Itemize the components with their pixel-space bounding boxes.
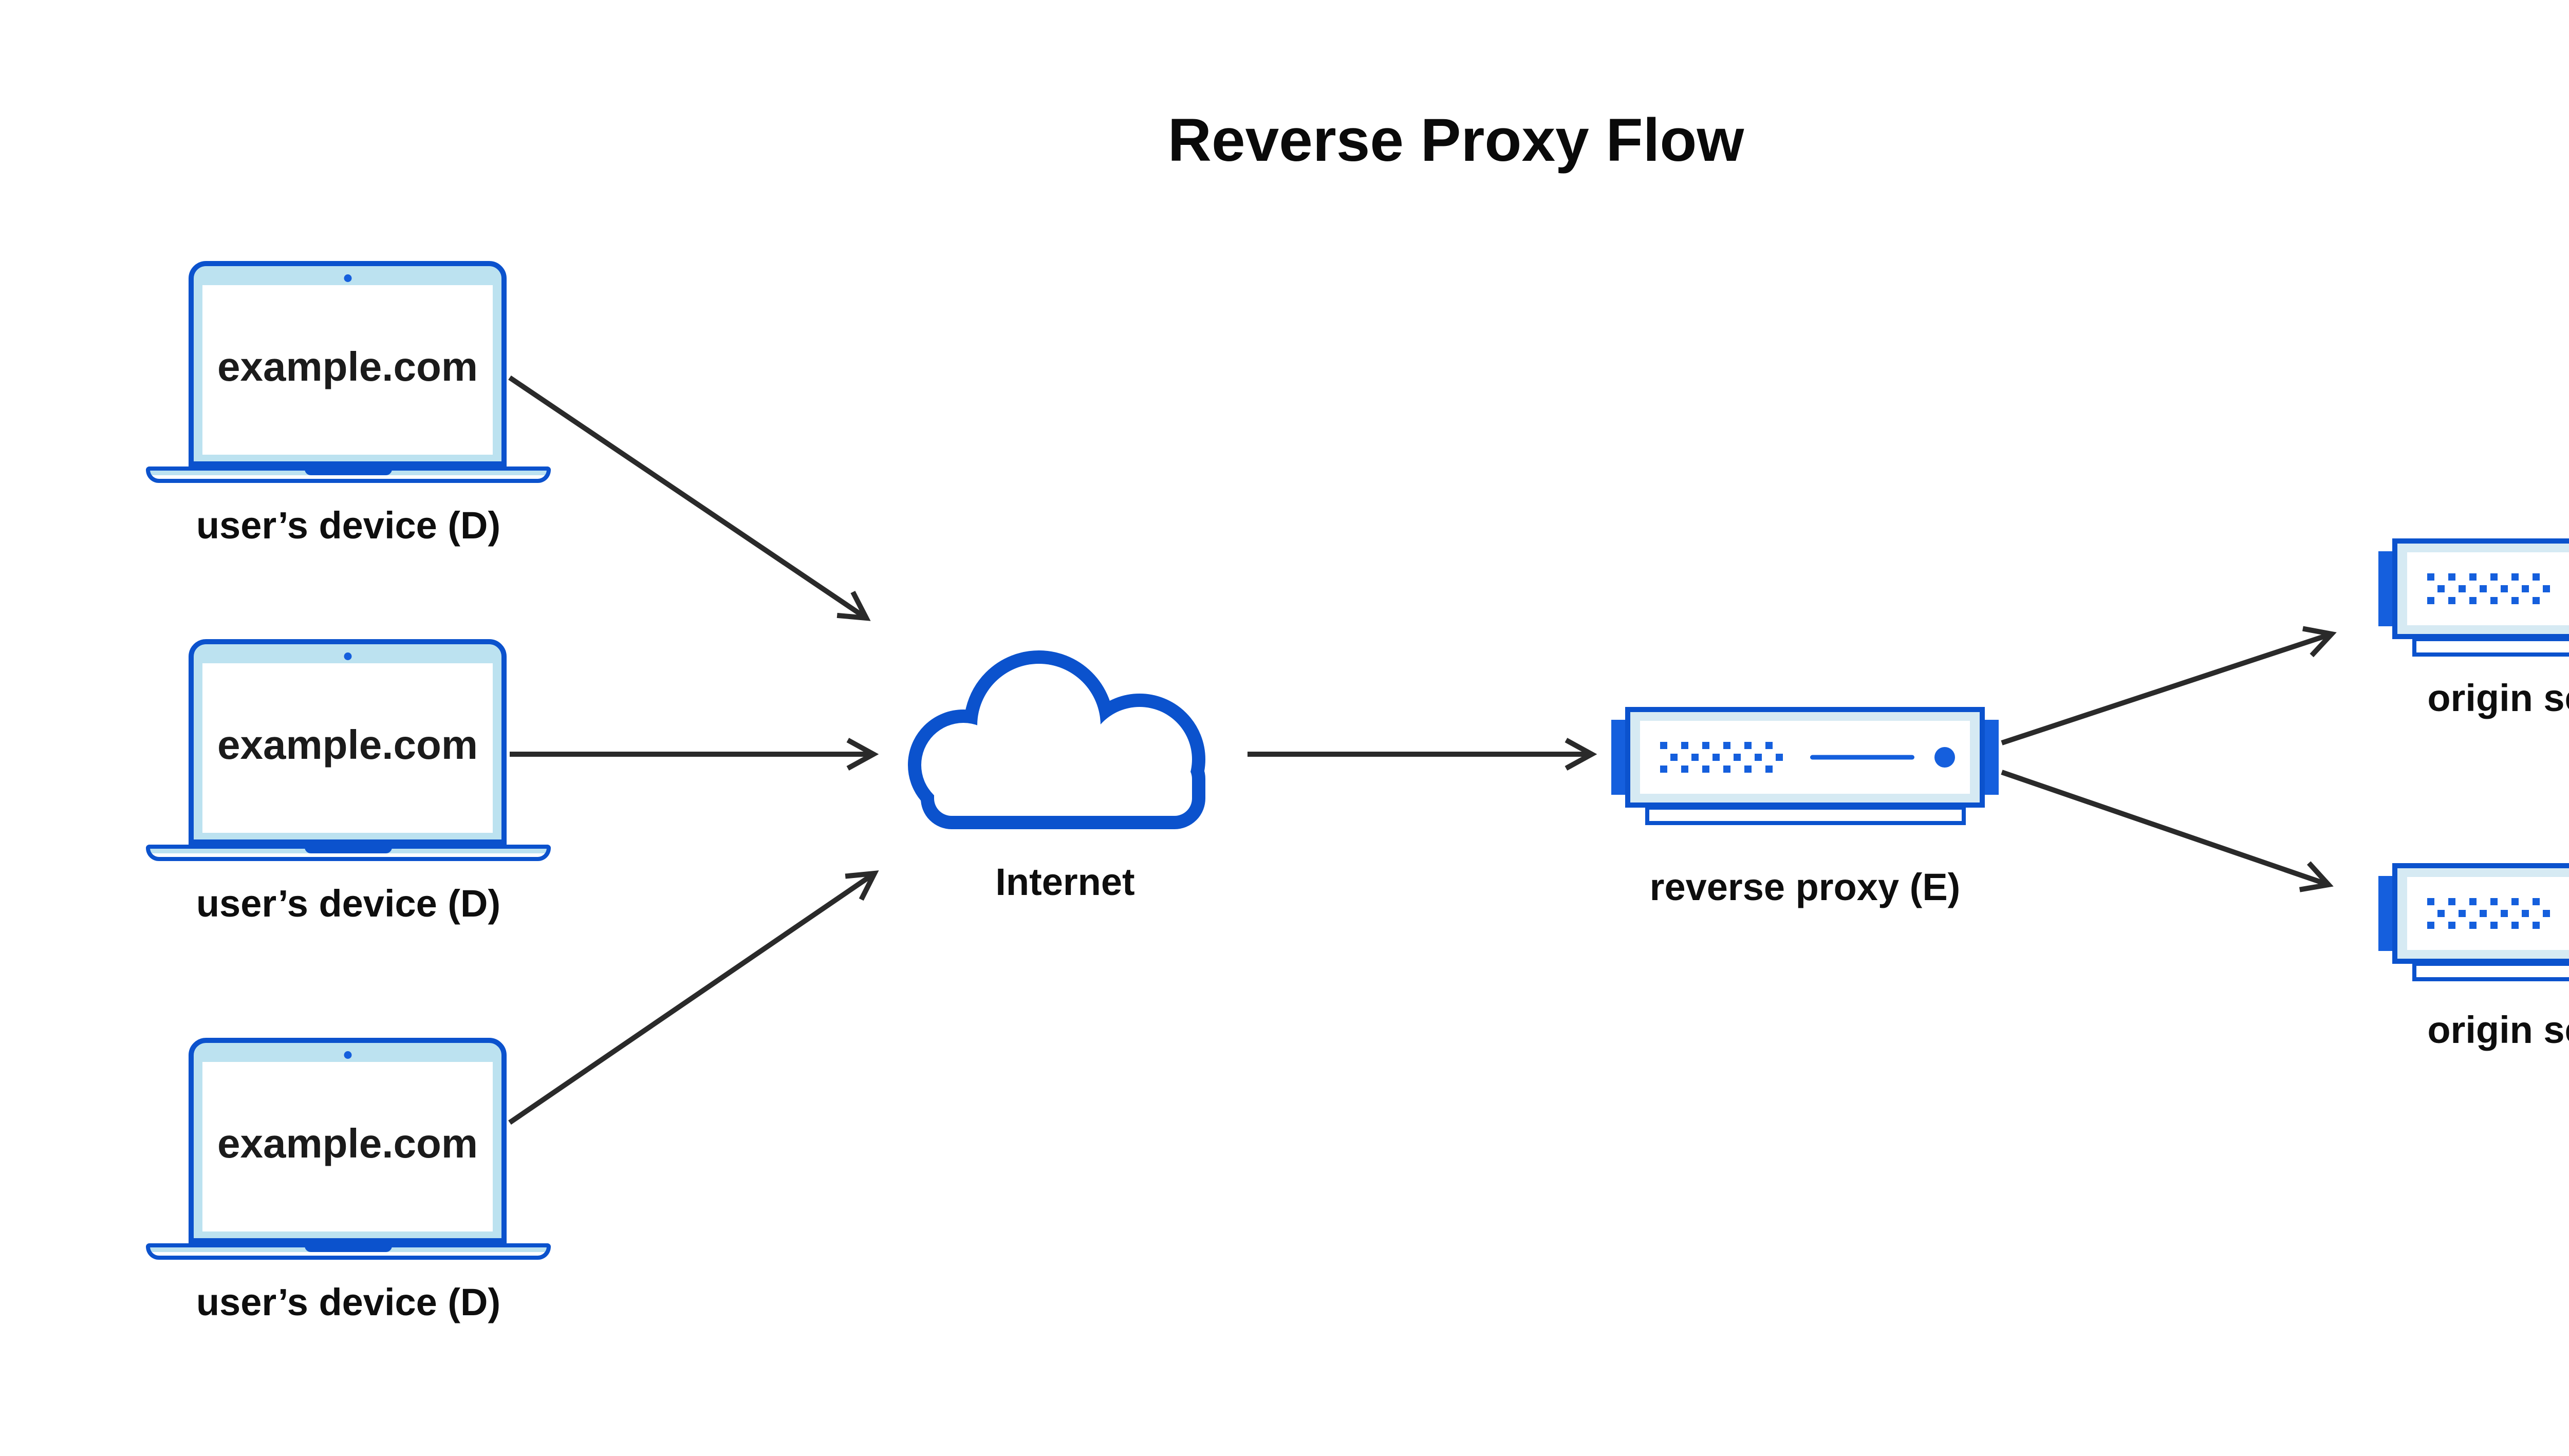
cloud-icon	[908, 650, 1205, 829]
server-led-icon	[1934, 747, 1955, 768]
reverse-proxy-node: reverse proxy (E)	[1611, 707, 1999, 923]
server-icon	[2392, 863, 2569, 964]
internet-label: Internet	[995, 861, 1135, 903]
server-vents	[1660, 742, 1783, 773]
reverse-proxy-label: reverse proxy (E)	[1649, 866, 1961, 908]
laptop-icon: example.com	[189, 1038, 507, 1243]
arrow-device3-to-internet	[508, 870, 879, 1125]
server-ear-left	[2378, 876, 2394, 951]
device-screen-url: example.com	[217, 344, 478, 389]
origin-server-node-2: origin server (F)	[2378, 863, 2569, 1079]
server-face	[2407, 552, 2569, 625]
laptop-display: example.com	[202, 1062, 493, 1231]
device-screen-url: example.com	[217, 722, 478, 768]
camera-icon	[344, 1051, 351, 1059]
server-base	[2412, 637, 2569, 657]
laptop-hinge-notch	[305, 1243, 392, 1252]
origin-server-node-1: origin server (F)	[2378, 538, 2569, 754]
server-ear-left	[2378, 551, 2394, 626]
server-vents	[2427, 573, 2551, 604]
server-vents	[2427, 898, 2551, 929]
user-device-node-2: example.com user’s device (D)	[146, 639, 551, 947]
server-icon	[2392, 538, 2569, 639]
arrow-proxy-to-origin2	[2001, 770, 2334, 892]
device-label: user’s device (D)	[196, 1281, 501, 1323]
arrow-device1-to-internet	[508, 375, 871, 621]
user-device-node-3: example.com user’s device (D)	[146, 1038, 551, 1346]
user-device-node-1: example.com user’s device (D)	[146, 261, 551, 569]
server-face	[1640, 721, 1970, 794]
laptop-hinge-notch	[305, 845, 392, 853]
arrow-proxy-to-origin1	[2001, 626, 2337, 745]
laptop-icon: example.com	[189, 261, 507, 466]
camera-icon	[344, 652, 351, 660]
camera-icon	[344, 274, 351, 282]
laptop-display: example.com	[202, 663, 493, 833]
server-face	[2407, 877, 2569, 950]
origin-server-label: origin server (F)	[2427, 1009, 2569, 1051]
page-title: Reverse Proxy Flow	[1167, 106, 1744, 174]
origin-server-label: origin server (F)	[2427, 677, 2569, 719]
server-base	[2412, 962, 2569, 981]
server-ear-right	[1983, 720, 1999, 795]
device-screen-url: example.com	[217, 1121, 478, 1166]
server-ear-left	[1611, 720, 1627, 795]
server-icon	[1625, 707, 1985, 808]
device-label: user’s device (D)	[196, 504, 501, 547]
laptop-icon: example.com	[189, 639, 507, 845]
laptop-display: example.com	[202, 285, 493, 455]
device-label: user’s device (D)	[196, 882, 501, 925]
laptop-hinge-notch	[305, 466, 392, 475]
server-base	[1645, 806, 1966, 825]
server-slot-line	[1810, 755, 1914, 760]
